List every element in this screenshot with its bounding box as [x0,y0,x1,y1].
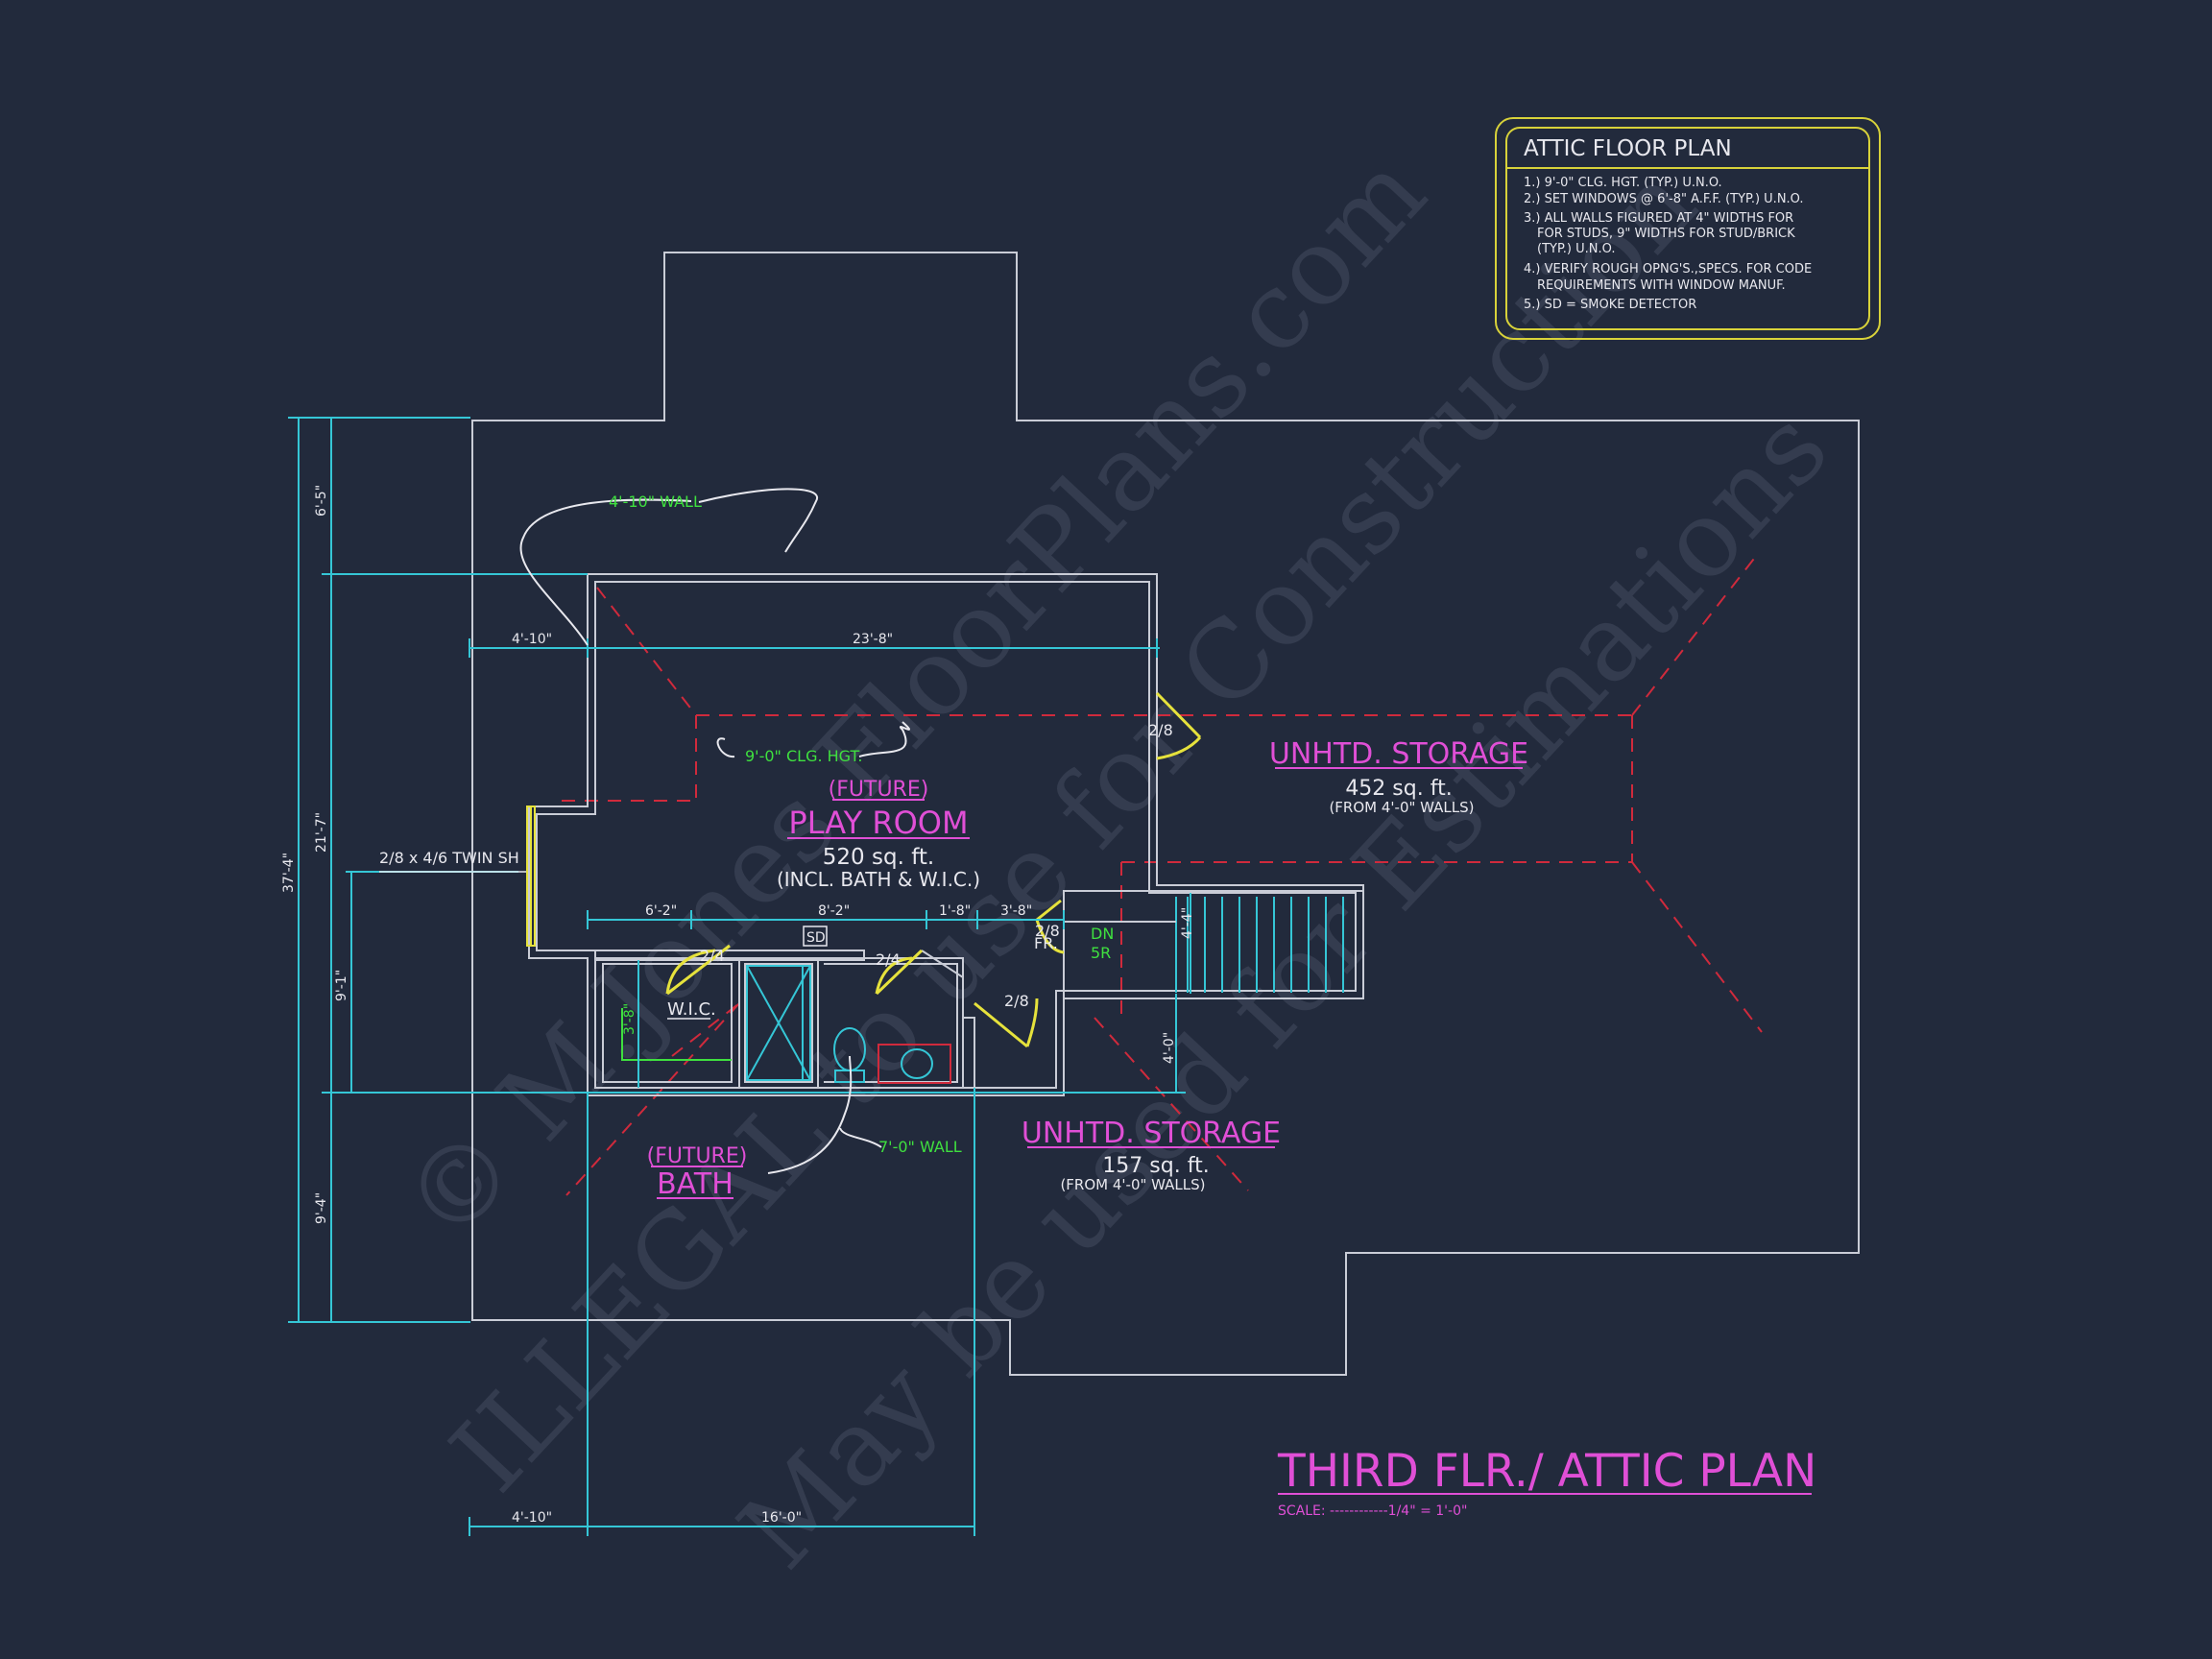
roof-hidden-lines [562,554,1763,1196]
play-room-area: 520 sq. ft. [823,845,934,870]
dim-left-total: 37'-4" [281,853,297,893]
dimension-lines [288,417,1191,1536]
bath-name: BATH [657,1167,733,1201]
dim-stair-w: 4'-4" [1180,907,1195,939]
doors [665,691,1202,1048]
title-block: THIRD FLR./ ATTIC PLAN SCALE: ----------… [1277,1445,1816,1519]
callout-window: 2/8 x 4/6 TWIN SH [379,849,519,867]
callout-wall-bottom: 7'-0" WALL [878,1138,962,1156]
door-storage-bottom [974,998,1039,1048]
notes-item-2: 2.) SET WINDOWS @ 6'-8" A.F.F. (TYP.) U.… [1524,192,1804,206]
notes-item-4: FOR STUDS, 9" WIDTHS FOR STUD/BRICK [1537,227,1795,241]
door-label-1: 2/8 [1148,721,1173,739]
bath-future: (FUTURE) [647,1144,748,1168]
storage-bottom-area: 157 sq. ft. [1102,1154,1209,1178]
dim-top-a: 4'-10" [512,632,552,647]
room-storage-right: UNHTD. STORAGE 452 sq. ft. (FROM 4'-0" W… [1269,737,1528,816]
storage-right-name: UNHTD. STORAGE [1269,737,1528,771]
door-bath [875,949,924,996]
dim-stair-gap: 4'-0" [1162,1032,1177,1064]
notes-title: ATTIC FLOOR PLAN [1524,136,1732,161]
play-room-note: (INCL. BATH & W.I.C.) [777,868,980,891]
dim-bottom-b: 16'-0" [761,1510,802,1526]
storage-bottom-note: (FROM 4'-0" WALLS) [1060,1176,1205,1193]
stair-dn-label: DN [1091,925,1114,943]
play-room-name: PLAY ROOM [788,805,968,841]
dim-left-a: 6'-5" [314,485,329,517]
storage-bottom-name: UNHTD. STORAGE [1022,1117,1281,1150]
room-wic: W.I.C. [667,999,716,1020]
door-label-5: 2/8 [1035,922,1060,940]
wic-name: W.I.C. [667,999,716,1020]
play-room-future: (FUTURE) [829,778,929,802]
leaders [519,488,910,1174]
interior-walls [528,573,1364,1096]
notes-item-5: (TYP.) U.N.O. [1537,242,1615,256]
callout-clg-hgt: 9'-0" CLG. HGT. [745,747,862,765]
room-bath: (FUTURE) BATH [647,1144,748,1201]
storage-right-area: 452 sq. ft. [1345,777,1452,801]
stair-risers-label: 5R [1091,944,1111,962]
dim-left-b: 21'-7" [314,812,329,853]
dim-left-d: 9'-4" [314,1192,329,1224]
notes-item-8: 5.) SD = SMOKE DETECTOR [1524,298,1696,312]
notes-item-6: 4.) VERIFY ROUGH OPNG'S.,SPECS. FOR CODE [1524,262,1812,276]
notes-item-1: 1.) 9'-0" CLG. HGT. (TYP.) U.N.O. [1524,176,1722,190]
door-label-5b: FR. [1034,934,1058,952]
dimension-text: 37'-4" 6'-5" 21'-7" 9'-1" 9'-4" 4'-10" 2… [281,485,1195,1526]
room-storage-bottom: UNHTD. STORAGE 157 sq. ft. (FROM 4'-0" W… [1022,1117,1281,1193]
door-storage-right [1155,691,1202,760]
door-label-4: 2/8 [1004,992,1029,1010]
callout-wall-top: 4'-10" WALL [609,493,702,511]
dim-left-c: 9'-1" [334,970,349,1001]
dim-top-b: 23'-8" [853,632,893,647]
door-wic [665,944,731,996]
stair-treads [1064,897,1344,993]
plan-scale: SCALE: ------------1/4" = 1'-0" [1278,1503,1467,1519]
dim-mid-d: 3'-8" [1000,903,1032,919]
room-play-room: (FUTURE) PLAY ROOM 520 sq. ft. (INCL. BA… [777,778,980,891]
door-label-3: 2/4 [876,950,901,969]
watermark-line-2: ILLEGAL to use for Construction [427,142,1719,1515]
building-outline [471,252,1860,1376]
dim-bottom-a: 4'-10" [512,1510,552,1526]
door-label-2: 2/4 [700,947,725,965]
dim-mid-c: 1'-8" [939,903,971,919]
plan-title: THIRD FLR./ ATTIC PLAN [1277,1445,1816,1498]
dim-wic-h: 3'-8" [622,1003,637,1035]
window-twin-sh [526,805,536,947]
tub-icon [878,1044,951,1084]
door-labels: 2/8 2/4 2/4 2/8 2/8 FR. [700,721,1173,1010]
notes-item-3: 3.) ALL WALLS FIGURED AT 4" WIDTHS FOR [1524,211,1793,226]
dim-mid-b: 8'-2" [818,903,850,919]
callouts: 4'-10" WALL 9'-0" CLG. HGT. 7'-0" WALL 2… [379,493,1114,1156]
wic-shelf [621,1008,732,1061]
dim-mid-a: 6'-2" [645,903,677,919]
shower-stall [746,965,811,1081]
notes-item-7: REQUIREMENTS WITH WINDOW MANUF. [1537,278,1786,293]
smoke-detector-label: SD [806,930,826,946]
door-stair [1035,899,1065,954]
storage-right-note: (FROM 4'-0" WALLS) [1329,799,1474,816]
notes-box: ATTIC FLOOR PLAN 1.) 9'-0" CLG. HGT. (TY… [1495,117,1881,340]
